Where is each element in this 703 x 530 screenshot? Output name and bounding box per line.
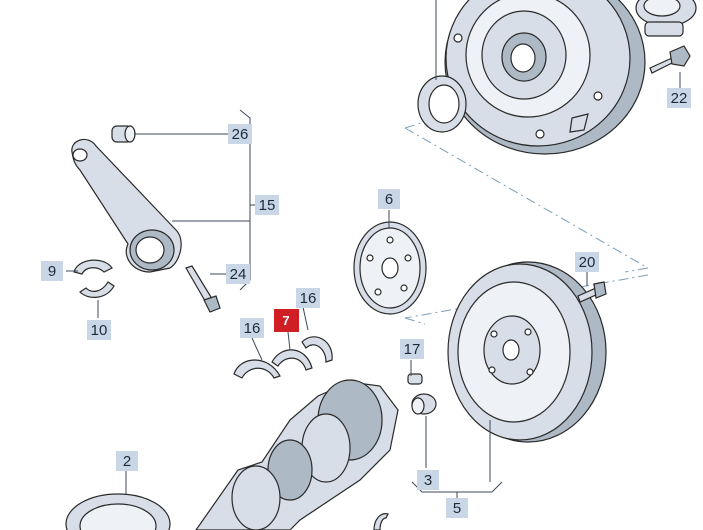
callout-5: 5 bbox=[446, 498, 468, 518]
bearing-part bbox=[635, 0, 697, 37]
callout-2: 2 bbox=[116, 451, 138, 471]
flywheel bbox=[447, 261, 607, 443]
bush-26 bbox=[111, 125, 136, 143]
thrust-washers bbox=[233, 336, 333, 379]
bolt-20 bbox=[577, 281, 607, 303]
seal-ring bbox=[417, 75, 467, 133]
bolt-22 bbox=[649, 45, 691, 74]
callout-2-label: 2 bbox=[123, 453, 131, 470]
callout-17-label: 17 bbox=[404, 341, 421, 358]
callout-16-right-label: 16 bbox=[300, 290, 317, 307]
bush-3 bbox=[411, 393, 437, 415]
callout-10: 10 bbox=[87, 320, 111, 340]
callout-16-left-label: 16 bbox=[244, 320, 261, 337]
callout-15: 15 bbox=[255, 195, 279, 215]
callout-22: 22 bbox=[667, 88, 691, 108]
callout-16-right: 16 bbox=[296, 288, 320, 308]
callout-5-label: 5 bbox=[453, 500, 461, 517]
driveplate-6 bbox=[353, 221, 427, 315]
callout-24-label: 24 bbox=[230, 266, 247, 283]
callout-16-left: 16 bbox=[240, 318, 264, 338]
callout-24: 24 bbox=[226, 264, 250, 284]
dowel-17 bbox=[407, 373, 423, 385]
callout-9: 9 bbox=[41, 261, 63, 281]
crankshaft bbox=[195, 379, 399, 530]
callout-6: 6 bbox=[378, 189, 400, 209]
callout-20: 20 bbox=[575, 252, 599, 272]
leader-lines bbox=[66, 0, 681, 500]
callout-9-label: 9 bbox=[48, 263, 56, 280]
callout-6-label: 6 bbox=[385, 191, 393, 208]
callout-22-label: 22 bbox=[671, 90, 688, 107]
callout-20-label: 20 bbox=[579, 254, 596, 271]
callout-10-label: 10 bbox=[91, 322, 108, 339]
pulley-2 bbox=[65, 493, 171, 530]
callout-26: 26 bbox=[228, 124, 252, 144]
bolt-24 bbox=[185, 265, 221, 313]
connecting-rod bbox=[71, 138, 182, 273]
callout-3: 3 bbox=[417, 470, 439, 490]
callout-3-label: 3 bbox=[424, 472, 432, 489]
callout-17: 17 bbox=[400, 339, 424, 359]
drive-plate-assembly bbox=[444, 0, 646, 155]
bearing-shells-9-10 bbox=[73, 259, 115, 298]
callout-7-highlighted: 7 bbox=[274, 309, 299, 332]
callout-7-label: 7 bbox=[282, 313, 289, 328]
partial-part-bottom bbox=[373, 513, 389, 530]
callout-26-label: 26 bbox=[232, 126, 249, 143]
callout-15-label: 15 bbox=[259, 197, 276, 214]
